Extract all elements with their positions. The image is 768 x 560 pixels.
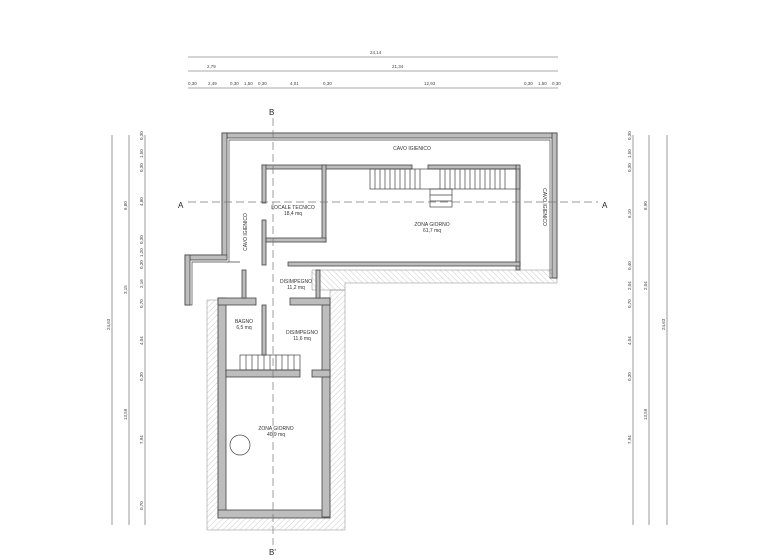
upper-wing-walls bbox=[184, 132, 558, 306]
dim-right: 4,04 bbox=[627, 336, 632, 345]
dim-left: 7,94 bbox=[139, 435, 144, 444]
dim-top: 21,34 bbox=[392, 64, 404, 69]
dim-right: 1,50 bbox=[627, 149, 632, 158]
room-disimpegno-1: DISIMPEGNO bbox=[280, 279, 312, 285]
dim-left: 1,50 bbox=[139, 149, 144, 158]
dim-right: 13,59 bbox=[643, 408, 648, 420]
dim-left: 24,63 bbox=[106, 318, 111, 330]
section-a-right: A bbox=[602, 201, 608, 210]
section-b-bottom: B' bbox=[269, 548, 276, 557]
dim-right: 24,63 bbox=[661, 318, 666, 330]
dim-top: 0,30 bbox=[230, 81, 239, 86]
dim-right: 0,30 bbox=[627, 372, 632, 381]
spiral-stair bbox=[229, 434, 251, 456]
dim-top: 0,30 bbox=[258, 81, 267, 86]
dim-left: 2,16 bbox=[139, 279, 144, 288]
room-area: 40,9 mq bbox=[267, 432, 285, 438]
room-cavo-igienico-left: CAVO IGIENICO bbox=[243, 213, 249, 251]
dim-top: 0,30 bbox=[524, 81, 533, 86]
dim-right: 2,04 bbox=[627, 281, 632, 290]
lower-wing-walls bbox=[217, 269, 331, 519]
dim-top: 2,49 bbox=[208, 81, 217, 86]
dim-overall-top: 24,14 bbox=[370, 50, 382, 55]
dim-right: 2,04 bbox=[643, 281, 648, 290]
room-cavo-igienico-top: CAVO IGIENICO bbox=[393, 146, 431, 152]
room-labels: CAVO IGIENICO CAVO IGIENICO CAVO IGIENIC… bbox=[235, 146, 547, 438]
dim-left: 0,70 bbox=[139, 501, 144, 510]
room-area: 18,4 mq bbox=[284, 211, 302, 217]
dim-right: 6,10 bbox=[627, 209, 632, 218]
left-dimension-lines: 24,63 6,80 3,15 13,59 0,30 1,50 0,30 4,8… bbox=[106, 131, 146, 525]
dim-left: 0,30 bbox=[139, 235, 144, 244]
room-area: 11,6 mq bbox=[293, 336, 311, 342]
dim-left: 0,30 bbox=[139, 260, 144, 269]
dim-top: 1,50 bbox=[538, 81, 547, 86]
room-zona-giorno-lower: ZONA GIORNO bbox=[258, 426, 293, 432]
staircase bbox=[369, 168, 521, 208]
dim-right: 0,30 bbox=[627, 163, 632, 172]
dim-right: 0,30 bbox=[627, 131, 632, 140]
room-cavo-igienico-right: CAVO IGIENICO bbox=[541, 188, 547, 226]
section-a-left: A bbox=[178, 201, 184, 210]
dim-left: 3,15 bbox=[123, 285, 128, 294]
dim-top: 0,30 bbox=[323, 81, 332, 86]
dim-left: 0,70 bbox=[139, 299, 144, 308]
dim-left: 0,30 bbox=[139, 372, 144, 381]
room-locale-tecnico: LOCALE TECNICO bbox=[271, 205, 315, 211]
dim-top: 0,30 bbox=[188, 81, 197, 86]
dim-top: 12,93 bbox=[424, 81, 436, 86]
dim-left: 0,30 bbox=[139, 131, 144, 140]
room-area: 6,5 mq bbox=[236, 325, 252, 331]
section-lines: A A B B' bbox=[178, 108, 608, 557]
section-b-top: B bbox=[269, 108, 274, 117]
room-bagno: BAGNO bbox=[235, 319, 253, 325]
dim-right: 8,90 bbox=[643, 201, 648, 210]
dim-right: 7,94 bbox=[627, 435, 632, 444]
room-disimpegno-2: DISIMPEGNO bbox=[286, 330, 318, 336]
top-dimension-lines: 24,14 2,79 21,34 0,30 2,49 0,30 1,50 0,3… bbox=[188, 50, 561, 89]
dim-top: 4,01 bbox=[290, 81, 299, 86]
dim-left: 0,30 bbox=[139, 163, 144, 172]
dim-right: 0,40 bbox=[627, 261, 632, 270]
room-area: 61,7 mq bbox=[423, 228, 441, 234]
dim-top: 1,50 bbox=[244, 81, 253, 86]
dim-left: 4,04 bbox=[139, 336, 144, 345]
hatched-ground bbox=[206, 269, 558, 531]
dim-left: 4,80 bbox=[139, 197, 144, 206]
dim-left: 13,59 bbox=[123, 408, 128, 420]
room-area: 11,2 mq bbox=[287, 285, 305, 291]
dim-right: 0,70 bbox=[627, 299, 632, 308]
right-dimension-lines: 24,63 8,90 2,04 13,59 0,30 1,50 0,30 6,1… bbox=[627, 131, 668, 525]
dim-top: 2,79 bbox=[207, 64, 216, 69]
room-zona-giorno-upper: ZONA GIORNO bbox=[414, 222, 449, 228]
dim-left: 6,80 bbox=[123, 201, 128, 210]
dim-top: 0,30 bbox=[552, 81, 561, 86]
dim-left: 1,20 bbox=[139, 248, 144, 257]
